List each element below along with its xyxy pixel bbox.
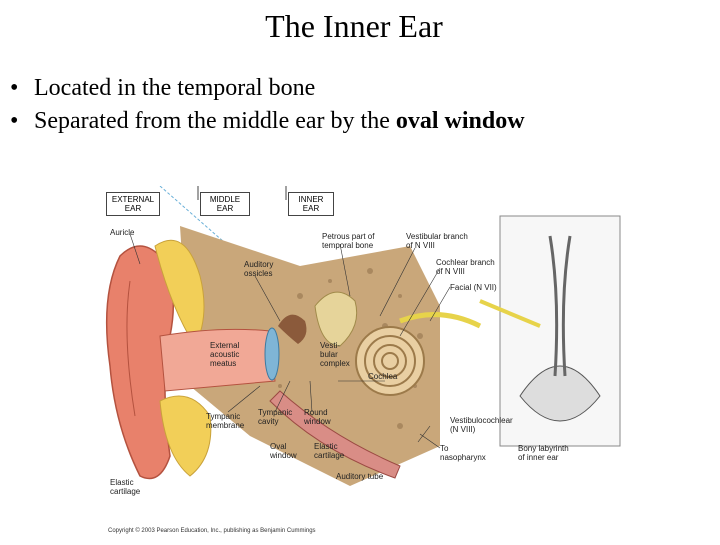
middle-ear-header: MIDDLE EAR [200,192,250,216]
label-petrous-temporal: Petrous part of temporal bone [322,232,375,250]
leader-lines [129,233,451,449]
external-ear-header: EXTERNAL EAR [106,192,160,216]
label-vestibular-branch: Vestibular branch of N VIII [406,232,468,250]
bullet-list: • Located in the temporal bone • Separated… [10,72,525,138]
label-vestibulocochlear: Vestibulocochlear (N VIII) [450,416,513,434]
label-auditory-ossicles: Auditory ossicles [244,260,274,278]
bullet-bold-term: oval window [395,108,525,134]
label-auditory-tube: Auditory tube [336,472,384,481]
auricle-fold [126,280,136,417]
label-external-meatus: External acoustic meatus [210,341,240,368]
label-cochlea: Cochlea [368,372,398,381]
vestibular-complex [314,291,358,347]
bullet-dot: • [10,108,19,134]
label-bony-labyrinth: Bony labyrinth of inner ear [518,444,569,462]
label-auricle: Auricle [110,228,135,237]
cartilage-lower [159,395,212,477]
bullet-text: Located in the temporal bone [34,75,316,101]
slide-title: The Inner Ear [265,8,443,44]
label-oval-window: Oval window [270,442,297,460]
label-elastic-cartilage-left: Elastic cartilage [110,478,141,496]
label-vestibular-complex: Vesti- bular complex [320,341,350,368]
ear-anatomy-figure: EXTERNAL EAR MIDDLE EAR INNER EAR Auricl… [100,185,720,540]
label-round-window: Round window [304,408,331,426]
label-to-nasopharynx: To nasopharynx [440,444,486,462]
brainstem-illustration [479,215,621,447]
label-tympanic-membrane: Tympanic membrane [206,412,245,430]
bullet-text: Separated from the middle ear by the [34,108,396,134]
copyright-notice: Copyright © 2003 Pearson Education, Inc.… [108,528,316,534]
auditory-tube [269,390,401,479]
cartilage-upper [154,239,205,348]
bullet-dot: • [10,75,19,101]
inner-ear-header: INNER EAR [288,192,334,216]
temporal-bone [180,226,440,486]
acoustic-meatus [159,328,276,392]
ossicles [278,314,307,344]
tympanic-membrane [264,327,280,381]
label-cochlear-branch: Cochlear branch of N VIII [436,258,495,276]
label-elastic-cartilage-mid: Elastic cartilage [314,442,345,460]
bullet-item: • Separated from the middle ear by the ov… [10,105,525,138]
bullet-item: • Located in the temporal bone [10,72,525,105]
label-tympanic-cavity: Tympanic cavity [258,408,293,426]
ear-anatomy-illustration [105,185,621,486]
cochlea [355,326,425,396]
vestibulocochlear-nerve [399,312,482,329]
label-facial-nerve: Facial (N VII) [450,283,497,292]
